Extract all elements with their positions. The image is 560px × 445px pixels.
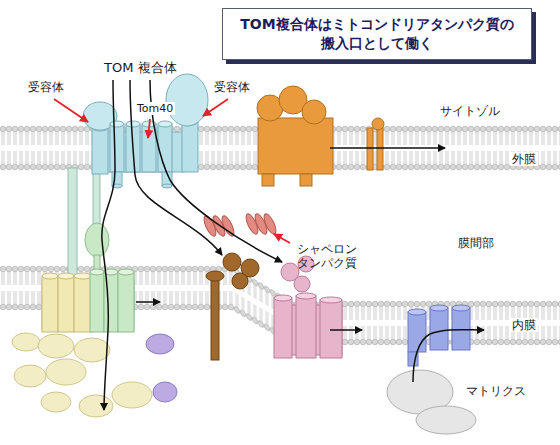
complex-label: TOM 複合体 [104, 60, 177, 76]
tom-complex-part [182, 122, 198, 172]
tim22-complex-part [294, 276, 310, 292]
sam-complex-part [367, 128, 373, 170]
tim22-small-protein-part [223, 253, 241, 271]
yellow-tim-complex-part [58, 276, 74, 332]
tom-complex-part [126, 121, 140, 127]
matrix-yellow-subunits-part [112, 382, 152, 408]
import-paths-part [330, 147, 445, 149]
title-box: TOM複合体はミトコンドリアタンパク質の 搬入口として働く [222, 8, 532, 60]
tim23-complex-part [118, 272, 134, 332]
yellow-tim-complex-part [42, 273, 58, 279]
yellow-tim-complex-part [58, 273, 74, 279]
tim22-complex-part [274, 295, 292, 301]
tom-complex-part [158, 124, 172, 172]
matrix-yellow-subunits [12, 333, 152, 417]
tom-complex-part [110, 121, 124, 127]
tom-complex-part [110, 124, 124, 172]
callout-arrows [54, 99, 290, 243]
import-paths-part [136, 301, 160, 303]
tim22-small-protein [206, 253, 259, 360]
tom-stalks-part [68, 168, 77, 282]
region-label: サイトゾル [440, 104, 500, 118]
yellow-tim-complex [42, 273, 94, 332]
purple-subunits [146, 334, 177, 402]
matrix-yellow-subunits-part [38, 334, 74, 358]
part-label: シャペロン タンパク質 [290, 242, 364, 271]
matrix-yellow-subunits-part [79, 395, 113, 417]
import-paths [102, 80, 484, 410]
title-text: TOM複合体はミトコンドリアタンパク質の 搬入口として働く [231, 15, 523, 53]
sam-complex [257, 86, 384, 186]
oxa1-complex-part [408, 309, 426, 315]
region-label: 内膜 [510, 318, 538, 332]
purple-subunits-part [146, 334, 174, 354]
oxa1-complex-part [452, 305, 470, 311]
callout-arrows-part [54, 99, 88, 122]
callout-arrows-part [274, 234, 290, 243]
ribosome [387, 370, 476, 434]
oxa1-complex-part [408, 312, 426, 352]
import-paths-part [102, 80, 115, 410]
sam-complex-part [300, 174, 312, 186]
tim22-complex-part [274, 298, 292, 358]
tim22-small-protein-part [206, 271, 224, 281]
matrix-yellow-subunits-part [46, 359, 86, 385]
tim22-complex-part [320, 300, 342, 358]
region-label: 膜間部 [458, 236, 494, 250]
tom-complex-part [162, 184, 172, 188]
part-label: 受容体 [214, 80, 250, 94]
matrix-yellow-subunits-part [14, 365, 46, 387]
yellow-tim-complex-part [42, 276, 58, 332]
oxa1-complex-part [430, 305, 448, 311]
matrix-yellow-subunits-part [12, 333, 40, 351]
matrix-yellow-subunits-part [74, 338, 110, 362]
region-label: マトリクス [466, 384, 526, 398]
sam-complex-part [372, 118, 384, 130]
tim23-complex-part [90, 272, 104, 332]
tom-complex-part [166, 74, 208, 126]
tim22-complex [274, 256, 342, 358]
part-label: Tom40 [135, 102, 175, 115]
callout-arrows-part [148, 119, 150, 138]
import-paths-part [130, 80, 222, 255]
ribosome-part [416, 406, 476, 434]
sam-complex-part [302, 100, 326, 124]
region-label: 外膜 [510, 152, 538, 166]
chaperone-proteins [202, 212, 279, 237]
tom-complex-part [92, 128, 108, 174]
tom-stalks-part [93, 172, 100, 227]
oxa1-complex [408, 305, 470, 366]
tom-complex-part [158, 121, 172, 127]
chaperone-proteins-part [262, 212, 279, 235]
matrix-yellow-subunits-part [41, 392, 71, 412]
tom-complex [83, 74, 208, 188]
callout-arrows-part [203, 99, 228, 116]
sam-complex-part [258, 118, 333, 174]
yellow-tim-complex-part [74, 273, 92, 279]
yellow-tim-complex-part [74, 276, 92, 332]
tim23-complex-part [85, 223, 109, 257]
part-label: 受容体 [28, 80, 64, 94]
import-paths-part [330, 329, 362, 331]
tim22-complex-part [296, 296, 316, 358]
oxa1-complex-part [430, 308, 448, 350]
sam-complex-part [262, 174, 274, 186]
tim22-complex-part [296, 293, 316, 299]
tim22-small-protein-part [232, 273, 248, 289]
tim23-complex-part [118, 269, 134, 275]
import-paths-part [413, 330, 484, 382]
tim23-complex-part [90, 269, 104, 275]
tim22-small-protein-part [211, 276, 219, 360]
sam-complex-part [377, 128, 383, 170]
tim23-complex [85, 223, 134, 332]
tim22-complex-part [320, 297, 342, 303]
purple-subunits-part [153, 382, 177, 402]
